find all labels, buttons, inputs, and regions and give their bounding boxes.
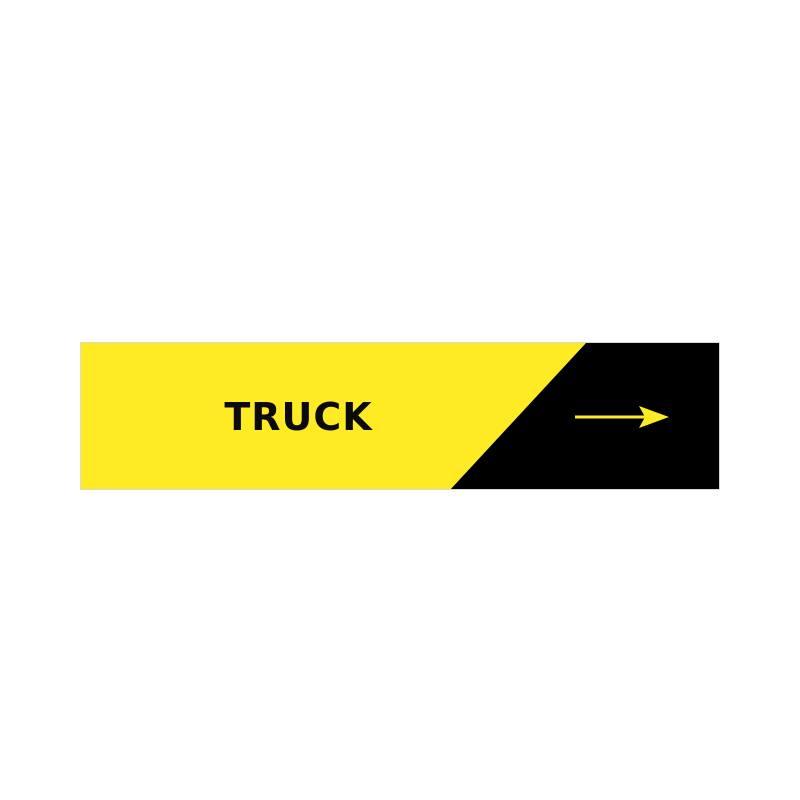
right-arrow-icon: [575, 406, 669, 428]
truck-direction-sign: TRUCK: [80, 342, 720, 490]
sign-label: TRUCK: [224, 395, 373, 439]
yellow-panel: [81, 343, 586, 489]
